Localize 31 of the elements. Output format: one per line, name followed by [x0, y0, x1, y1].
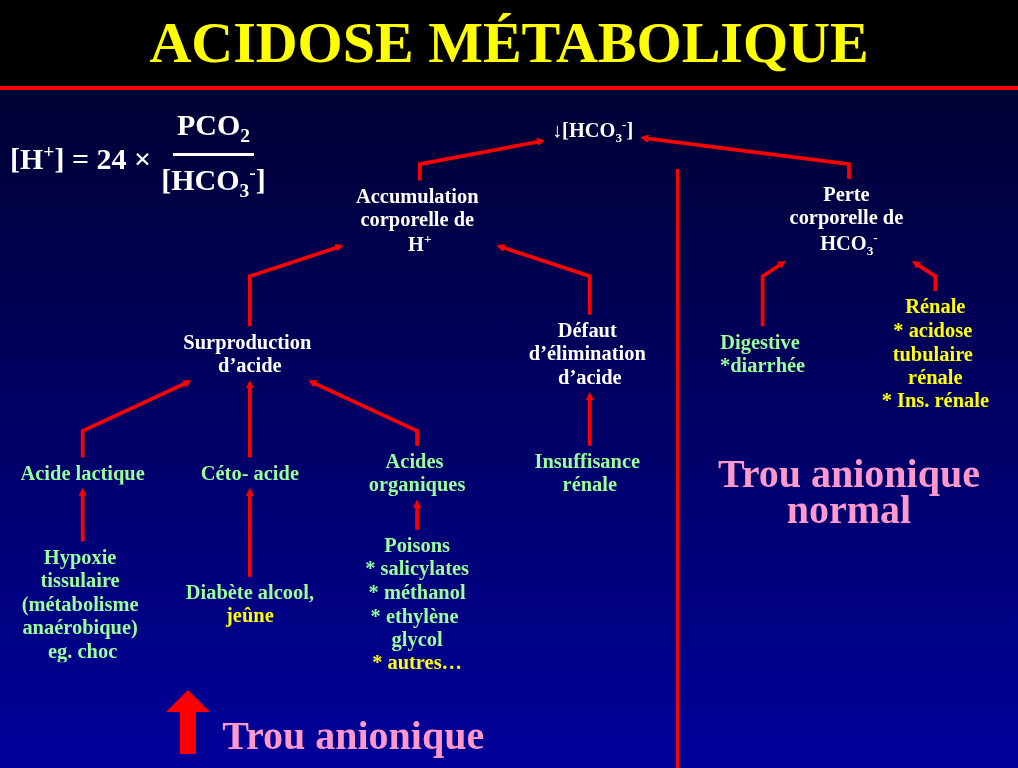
node-text: Acide lactique	[20, 461, 145, 485]
arrow	[413, 499, 422, 530]
node-text: Accumulation corporelle de H$^{+}$	[356, 184, 479, 256]
node-text: Poisons * salicylates * méthanol * ethylène glycol * autres…	[365, 533, 470, 675]
node-text: Rénale * acidose tubulaire rénale * Ins. rénale	[881, 294, 989, 412]
node-text: Diabète alcool, jeûne	[185, 580, 315, 628]
node-text: Hypoxie tissulaire (métabolisme anaérobique) eg. choc	[21, 545, 139, 663]
node-text: ↓[HCO$_{3}$$^{-}$]	[551, 117, 634, 146]
arrow	[912, 261, 938, 292]
arrow	[245, 488, 254, 577]
annotation-text: Trou anionique normal	[717, 450, 980, 532]
arrow	[80, 380, 192, 458]
slide-title: ACIDOSE MÉTABOLIQUE	[149, 12, 869, 74]
node-text: Digestive *diarrhée	[720, 330, 806, 377]
arrow	[78, 488, 87, 542]
arrow	[496, 244, 592, 315]
arrow	[640, 134, 851, 179]
arrow	[245, 380, 254, 458]
formula-text: [H$^{+}$] = 24 ×	[10, 141, 152, 175]
fraction-denominator: [HCO$_{3}$$^{-}$]	[161, 161, 266, 203]
arrow	[585, 392, 594, 446]
node-text: Surproduction d’acide	[183, 330, 312, 377]
node-text: Acides organiques	[368, 449, 466, 497]
arrow	[760, 261, 786, 327]
arrow	[308, 380, 419, 446]
arrow	[248, 244, 344, 327]
node-text: Insuffisance rénale	[534, 449, 641, 497]
arrow	[418, 137, 545, 181]
fraction-numerator: PCO$_{2}$	[172, 108, 254, 156]
node-text: Défaut d’élimination d’acide	[528, 318, 646, 389]
node-text: Céto- acide	[200, 461, 299, 485]
